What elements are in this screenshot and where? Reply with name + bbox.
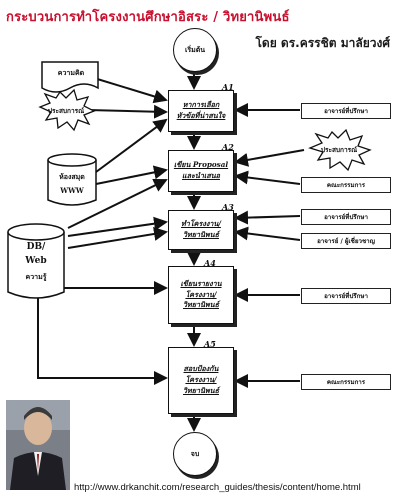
db-label: DB/ <box>26 242 46 252</box>
experience-burst-left <box>38 88 96 132</box>
library-label: ห้องสมุด <box>59 173 85 181</box>
step-a2-line2: และนำเสนอ <box>182 171 220 180</box>
advisor-box-1: อาจารย์ที่ปรึกษา <box>301 103 391 119</box>
step-a5-box: สอบป้องกัน โครงงาน/ วิทยานิพนธ์ <box>168 347 234 414</box>
experience-right-label: ประสบการณ์ <box>320 146 358 154</box>
step-a2-line1: เขียน Proposal <box>173 160 229 170</box>
arrow-library-a1 <box>95 118 168 173</box>
arrow-expert-a3 <box>234 226 301 241</box>
step-a3-line2: วิทยานิพนธ์ <box>183 230 219 239</box>
step-a1-id: A1 <box>222 82 234 92</box>
step-a3-id: A3 <box>222 202 234 212</box>
arrow-idea-a1 <box>93 77 168 104</box>
start-terminal: เริ่มต้น <box>173 28 217 72</box>
step-a4-id: A4 <box>204 258 216 268</box>
end-terminal: จบ <box>173 432 217 476</box>
step-a4-line1: เขียนรายงาน <box>180 278 222 288</box>
arrow-advisor2-a3 <box>234 210 301 225</box>
step-a5-line2: โครงงาน/ <box>185 375 217 385</box>
step-a3-box: ทำโครงงาน/ วิทยานิพนธ์ <box>168 210 234 250</box>
arrow-library-a2 <box>95 165 168 185</box>
committee-box-2: คณะกรรมการ <box>301 374 391 390</box>
advisor-box-2: อาจารย์ที่ปรึกษา <box>301 209 391 225</box>
step-a4-line2: โครงงาน/ <box>185 289 217 299</box>
step-a1-line2: หัวข้อที่น่าสนใจ <box>176 111 226 120</box>
advisor-box-3: อาจารย์ที่ปรึกษา <box>301 288 391 304</box>
step-a1-line1: หาการเลือก <box>182 100 220 110</box>
source-url: http://www.drkanchit.com/research_guides… <box>74 482 361 493</box>
idea-document-shape <box>41 61 99 93</box>
arrow-db-a5 <box>37 296 168 385</box>
www-label: WWW <box>60 186 84 195</box>
arrow-experience-a2 <box>234 149 305 167</box>
idea-label: ความคิด <box>57 69 85 77</box>
step-a2-id: A2 <box>222 142 234 152</box>
step-a5-id: A5 <box>204 339 216 349</box>
committee-box-1: คณะกรรมการ <box>301 177 391 193</box>
arrow-db-a3b <box>67 227 168 249</box>
step-a5-line3: วิทยานิพนธ์ <box>183 385 219 395</box>
author-photo <box>6 400 70 490</box>
library-cylinder <box>47 153 97 206</box>
database-cylinder <box>7 223 65 299</box>
arrow-db-a3a <box>67 216 168 237</box>
diagram-title: กระบวนการทำโครงงานศึกษาอิสระ / วิทยานิพน… <box>6 10 290 25</box>
step-a3-line1: ทำโครงงาน/ <box>181 219 221 229</box>
step-a1-box: หาการเลือก หัวข้อที่น่าสนใจ <box>168 90 234 132</box>
arrow-db-a2 <box>67 178 168 229</box>
step-a2-box: เขียน Proposal และนำเสนอ <box>168 150 234 192</box>
step-a4-box: เขียนรายงาน โครงงาน/ วิทยานิพนธ์ <box>168 266 234 324</box>
experience-burst-right <box>308 128 372 172</box>
author-credit: โดย ดร.ครรชิต มาลัยวงศ์ <box>255 36 390 50</box>
step-a4-line3: วิทยานิพนธ์ <box>183 300 219 310</box>
experience-left-label: ประสบการณ์ <box>47 107 85 115</box>
arrow-committee1-a2 <box>234 170 301 185</box>
step-a5-line1: สอบป้องกัน <box>183 364 219 374</box>
arrow-experience-a1 <box>87 104 168 119</box>
web-label: Web <box>25 256 47 266</box>
knowledge-label: ความรู้ <box>25 273 47 281</box>
advisor-expert-box: อาจารย์ / ผู้เชี่ยวชาญ <box>301 233 391 249</box>
